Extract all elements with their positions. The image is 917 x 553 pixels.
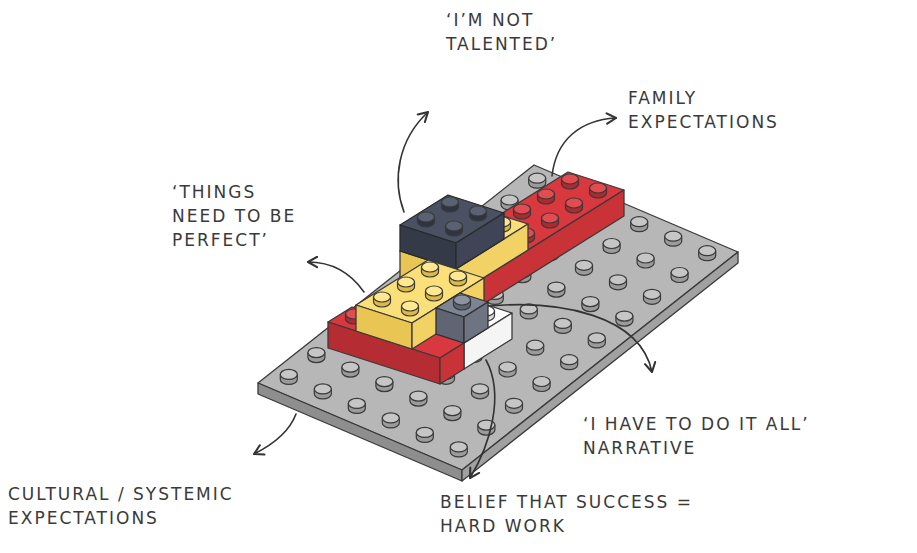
stud: [418, 212, 435, 227]
stud: [562, 174, 579, 189]
leader-arrow: [308, 262, 364, 292]
stud: [450, 271, 467, 286]
stud: [538, 189, 555, 204]
stud: [470, 206, 487, 221]
stud: [454, 295, 471, 310]
stud: [590, 183, 607, 198]
stud: [402, 301, 419, 316]
stud: [426, 286, 443, 301]
stud: [442, 197, 459, 212]
stud: [542, 213, 559, 228]
leader-arrow: [490, 305, 652, 372]
grey-brick: [436, 293, 488, 343]
callout-label: ‘I’M NOT TALENTED’: [446, 8, 576, 56]
leader-arrow: [254, 414, 296, 454]
stud: [514, 204, 531, 219]
callout-label: ‘I HAVE TO DO IT ALL’ NARRATIVE: [583, 412, 843, 460]
stud: [422, 262, 439, 277]
leader-arrow: [552, 118, 616, 176]
callout-label: BELIEF THAT SUCCESS = HARD WORK: [440, 490, 710, 538]
stud-row: [382, 217, 647, 428]
leader-arrow: [398, 112, 428, 212]
brick-side: [440, 343, 464, 384]
red-brick: [400, 172, 624, 321]
brick-side: [436, 308, 464, 343]
stud: [566, 198, 583, 213]
callout-label: CULTURAL / SYSTEMIC EXPECTATIONS: [8, 482, 258, 530]
stud: [398, 277, 415, 292]
stud: [446, 221, 463, 236]
stud: [374, 292, 391, 307]
leader-arrow: [470, 360, 495, 478]
navy-brick: [400, 195, 504, 269]
callout-label: ‘THINGS NEED TO BE PERFECT’: [172, 180, 307, 252]
callout-label: FAMILY EXPECTATIONS: [628, 86, 803, 134]
